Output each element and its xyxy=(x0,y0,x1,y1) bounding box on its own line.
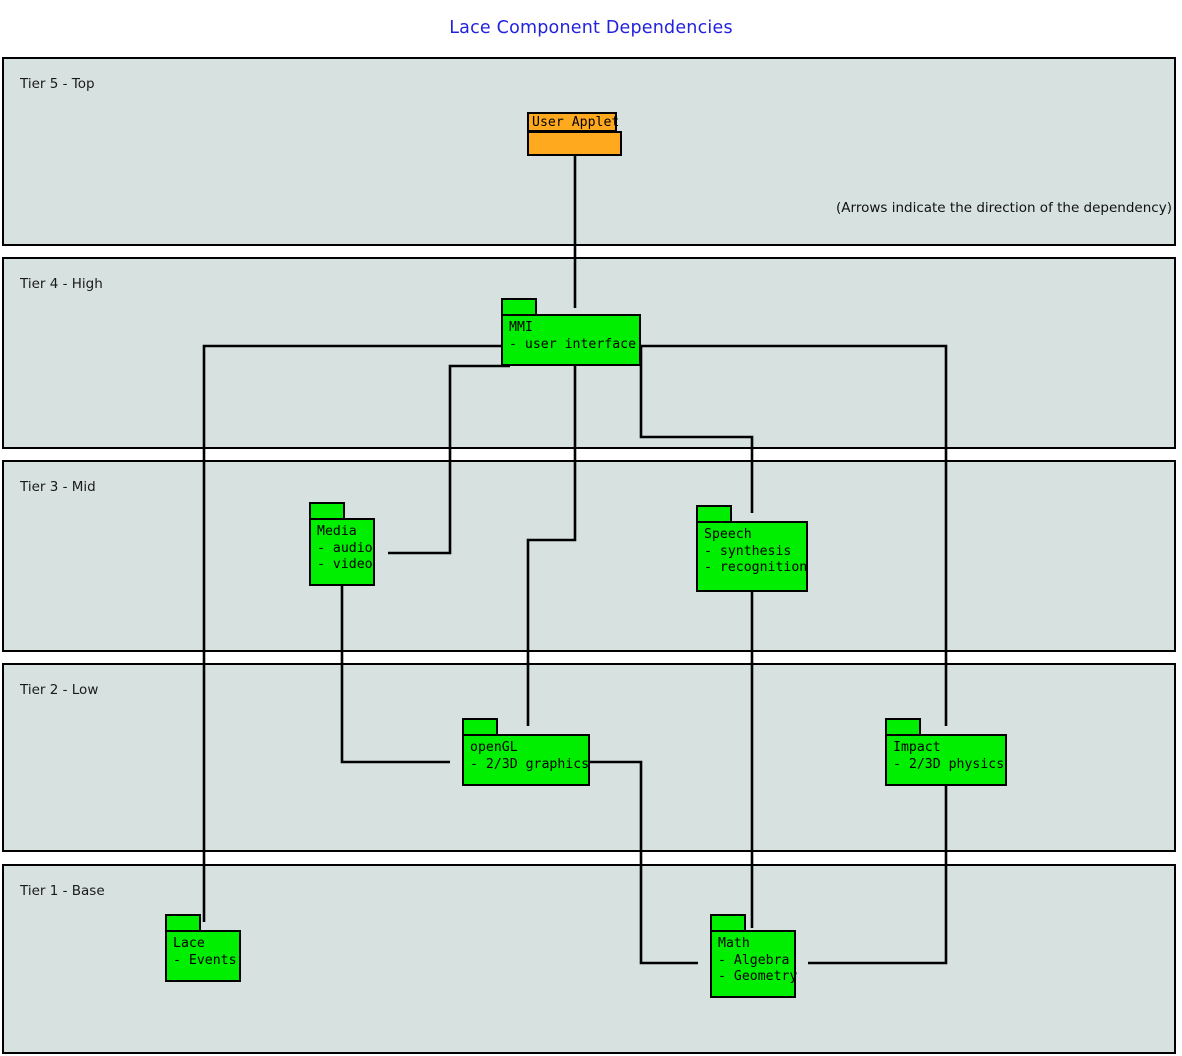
component-user-applet-body xyxy=(527,131,622,156)
component-lace-body: Lace - Events xyxy=(165,930,241,982)
component-math-detail-1: - Geometry xyxy=(718,969,798,985)
legend-note: (Arrows indicate the direction of the de… xyxy=(836,200,1172,216)
component-media-name: Media xyxy=(317,524,357,539)
component-impact[interactable]: Impact - 2/3D physics xyxy=(885,718,1007,786)
component-math-detail-0: - Algebra xyxy=(718,952,790,968)
component-mmi[interactable]: MMI - user interface xyxy=(501,298,641,366)
tier-panel-4: Tier 4 - High xyxy=(2,257,1176,449)
component-impact-body: Impact - 2/3D physics xyxy=(885,734,1007,786)
tier-panel-1: Tier 1 - Base xyxy=(2,864,1176,1054)
component-math-name: Math xyxy=(718,936,750,951)
component-media[interactable]: Media - audio - video xyxy=(309,502,375,586)
component-math-body: Math - Algebra - Geometry xyxy=(710,930,798,998)
component-speech-detail-1: - recognition xyxy=(704,560,808,576)
component-mmi-name: MMI xyxy=(509,320,533,335)
component-media-detail-0: - audio xyxy=(317,540,373,556)
tier-label-4: Tier 4 - High xyxy=(20,276,103,292)
component-lace[interactable]: Lace - Events xyxy=(165,914,241,982)
component-opengl-name: openGL xyxy=(470,740,518,755)
page-title: Lace Component Dependencies xyxy=(449,18,733,38)
component-impact-name: Impact xyxy=(893,740,941,755)
component-opengl[interactable]: openGL - 2/3D graphics xyxy=(462,718,590,786)
tier-label-1: Tier 1 - Base xyxy=(20,883,105,899)
component-user-applet[interactable]: User Applet xyxy=(527,112,622,156)
component-speech[interactable]: Speech - synthesis - recognition xyxy=(696,505,808,592)
component-lace-detail-0: - Events xyxy=(173,952,237,968)
tier-panel-3: Tier 3 - Mid xyxy=(2,460,1176,652)
component-mmi-detail-0: - user interface xyxy=(509,336,637,352)
component-lace-name: Lace xyxy=(173,936,205,951)
component-media-body: Media - audio - video xyxy=(309,518,375,586)
component-speech-body: Speech - synthesis - recognition xyxy=(696,521,808,592)
component-user-applet-label: User Applet xyxy=(527,112,619,132)
component-impact-detail-0: - 2/3D physics xyxy=(893,756,1005,772)
tier-label-2: Tier 2 - Low xyxy=(20,682,99,698)
component-speech-detail-0: - synthesis xyxy=(704,543,792,559)
tier-label-3: Tier 3 - Mid xyxy=(20,479,96,495)
tier-label-5: Tier 5 - Top xyxy=(20,76,95,92)
component-opengl-detail-0: - 2/3D graphics xyxy=(470,756,590,772)
component-speech-name: Speech xyxy=(704,527,752,542)
component-math[interactable]: Math - Algebra - Geometry xyxy=(710,914,798,998)
component-media-detail-1: - video xyxy=(317,557,373,573)
component-opengl-body: openGL - 2/3D graphics xyxy=(462,734,590,786)
component-mmi-body: MMI - user interface xyxy=(501,314,641,366)
